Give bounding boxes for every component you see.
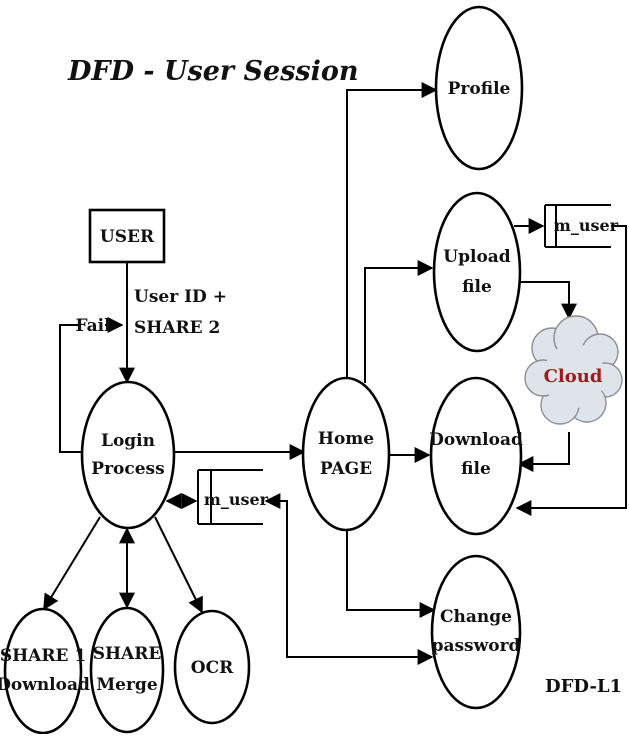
diagram-title: DFD - User Session	[67, 56, 359, 87]
upload-label-line1: Upload	[443, 247, 511, 267]
share-merge-label-line2: Merge	[96, 675, 157, 695]
login-process: Login Process	[80, 380, 176, 530]
download-label-line2: file	[461, 459, 491, 479]
home-label-line1: Home	[318, 429, 374, 449]
ocr-process: OCR	[173, 609, 251, 725]
download-file-process: Download file	[429, 376, 523, 536]
profile-process: Profile	[434, 5, 524, 171]
edge-fail-loop	[59, 324, 82, 453]
data-store-m-user-mid: m_user	[197, 469, 269, 525]
share-merge-label-line1: SHARE	[93, 644, 162, 664]
edge-login-to-ocr	[154, 516, 203, 614]
cloud-storage: Cloud	[524, 315, 623, 425]
share1-label-line2: Download	[0, 675, 90, 695]
edge-home-to-change-password	[346, 530, 436, 618]
change-password-label-line1: Change	[440, 607, 512, 627]
profile-label: Profile	[448, 79, 511, 99]
login-label-line1: Login	[101, 431, 155, 451]
ocr-label: OCR	[191, 658, 234, 678]
home-label-line2: PAGE	[320, 459, 372, 479]
change-password-process: Change password	[430, 554, 522, 710]
upload-label-line2: file	[462, 277, 492, 297]
cloud-label: Cloud	[544, 366, 603, 387]
edge-upload-to-cloud	[520, 281, 577, 320]
edge-login-to-share1	[43, 516, 101, 611]
upload-file-process: Upload file	[432, 191, 522, 353]
share1-label-line1: SHARE 1	[0, 646, 86, 666]
data-store-m-user-top: m_user	[544, 204, 619, 248]
share1-download-process: SHARE 1 Download	[0, 607, 90, 735]
home-page-process: Home PAGE	[301, 376, 391, 532]
share-merge-process: SHARE Merge	[89, 606, 165, 734]
store-mid-label: m_user	[204, 490, 269, 509]
change-password-label-line2: password	[432, 636, 521, 656]
edge-cloud-to-download	[517, 432, 570, 472]
cloud-icon	[524, 315, 623, 425]
user-entity-box	[88, 208, 166, 264]
download-label-line1: Download	[429, 430, 523, 450]
login-label-line2: Process	[91, 459, 164, 479]
fail-label: Fail	[75, 316, 111, 336]
level-label: DFD-L1	[545, 676, 622, 697]
edge-store-to-change-password	[264, 493, 434, 665]
edge-store-to-download	[515, 225, 627, 516]
credentials-label-line1: User ID +	[134, 287, 227, 307]
edge-home-to-profile	[346, 82, 438, 378]
user-entity-label: USER	[100, 227, 155, 247]
credentials-label-line2: SHARE 2	[134, 318, 220, 338]
edge-home-to-upload	[364, 260, 434, 383]
store-top-label: m_user	[554, 216, 619, 235]
